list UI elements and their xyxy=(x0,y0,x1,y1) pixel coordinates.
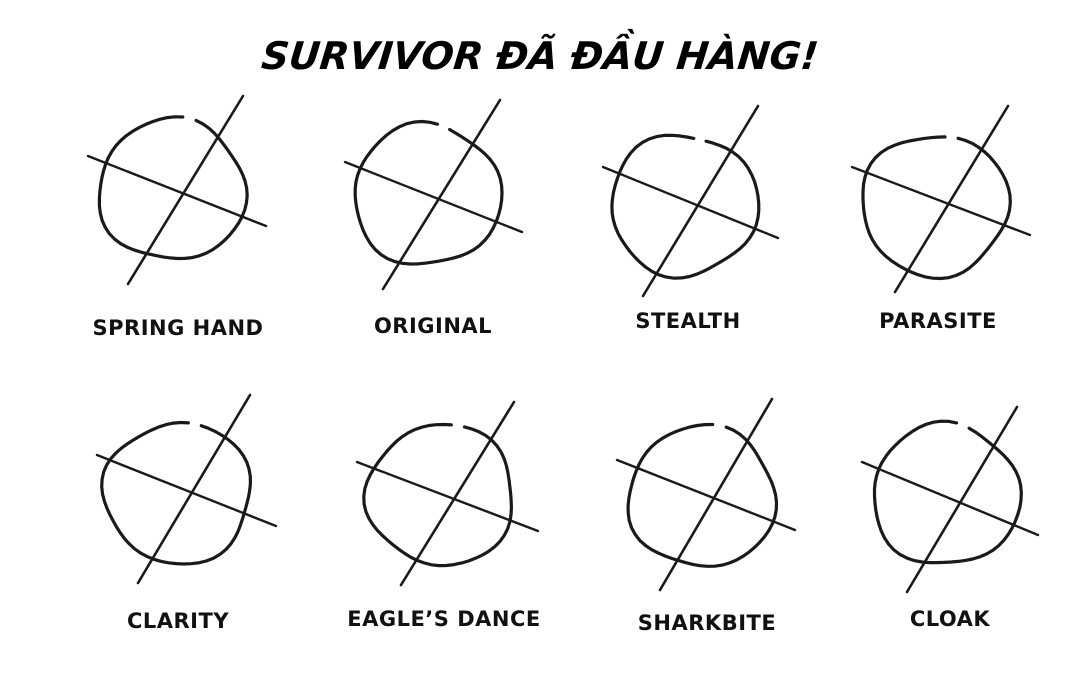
symbol-spring-hand xyxy=(86,94,268,286)
symbol-original xyxy=(343,98,524,291)
diagonal-stroke xyxy=(136,393,252,585)
circle-outline xyxy=(872,419,1023,565)
symbol-label-clarity: CLARITY xyxy=(126,609,230,633)
horizontal-stroke xyxy=(615,458,797,532)
horizontal-stroke xyxy=(95,453,278,528)
diagonal-stroke xyxy=(641,104,760,298)
diagonal-stroke xyxy=(658,397,774,592)
diagonal-stroke xyxy=(399,400,516,587)
symbol-label-stealth: STEALTH xyxy=(635,309,741,333)
horizontal-stroke xyxy=(86,154,268,228)
horizontal-stroke xyxy=(860,460,1040,537)
circle-outline xyxy=(362,422,513,568)
horizontal-stroke xyxy=(343,160,524,234)
horizontal-stroke xyxy=(850,165,1032,237)
horizontal-stroke xyxy=(355,460,540,533)
diagonal-stroke xyxy=(905,405,1019,594)
diagonal-stroke xyxy=(893,104,1010,294)
circle-outline xyxy=(97,115,249,261)
symbol-clarity xyxy=(95,393,278,585)
symbol-parasite xyxy=(850,104,1032,294)
symbol-cloak xyxy=(860,405,1040,594)
circle-outline xyxy=(100,420,252,566)
diagonal-stroke xyxy=(126,94,245,286)
circle-outline xyxy=(861,135,1012,281)
symbol-label-cloak: CLOAK xyxy=(909,607,991,631)
symbol-label-original: ORIGINAL xyxy=(373,314,493,338)
symbol-eagles-dance xyxy=(355,400,540,587)
diagonal-stroke xyxy=(381,98,502,291)
symbol-label-parasite: PARASITE xyxy=(879,309,997,333)
circle-outline xyxy=(353,119,504,266)
symbol-sharkbite xyxy=(615,397,797,592)
symbol-label-eagles-dance: EAGLE’S DANCE xyxy=(347,607,541,631)
circle-outline xyxy=(626,422,779,568)
symbol-label-spring-hand: SPRING HAND xyxy=(92,316,264,340)
symbol-label-sharkbite: SHARKBITE xyxy=(637,611,777,635)
circle-outline xyxy=(610,133,761,280)
horizontal-stroke xyxy=(601,165,780,240)
symbol-stealth xyxy=(601,104,780,298)
